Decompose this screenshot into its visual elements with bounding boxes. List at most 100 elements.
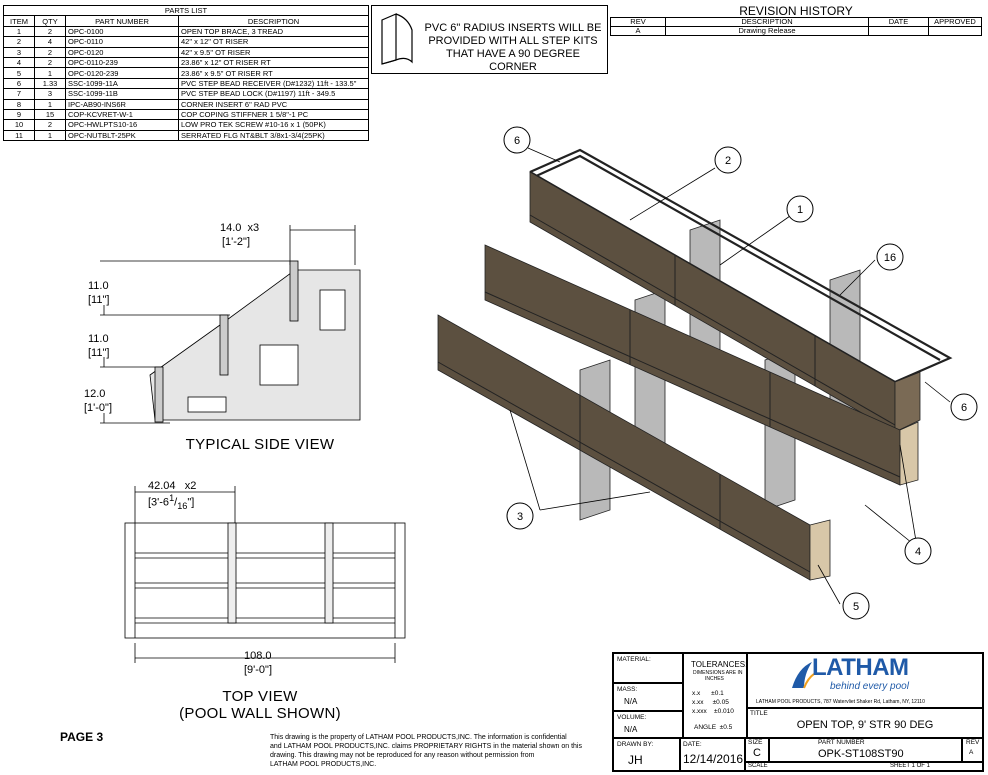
parts-cell: 2 xyxy=(3,36,35,48)
page-label: PAGE 3 xyxy=(60,730,104,744)
parts-cell: 23.86" x 12" OT RISER RT xyxy=(178,56,369,69)
parts-cell: OPC-HWLPTS10-16 xyxy=(65,119,179,131)
parts-cell: 1 xyxy=(34,67,66,79)
balloon: 3 xyxy=(506,502,534,530)
note-line: THAT HAVE A 90 DEGREE CORNER xyxy=(446,48,580,73)
rev-col-date: DATE xyxy=(868,17,929,27)
rev-cell: A xyxy=(610,26,666,36)
parts-list-table: PARTS LIST ITEM QTY PART NUMBER DESCRIPT… xyxy=(3,4,369,142)
mass-cell: MASS: N/A xyxy=(613,683,683,711)
parts-cell: IPC-AB90-INS6R xyxy=(65,98,179,110)
sheet-label: SHEET 1 OF 1 xyxy=(890,763,930,769)
frac-den: 16 xyxy=(177,500,188,511)
tol-row: x.xx ±0.05 xyxy=(692,699,729,706)
rev-cell: REV A xyxy=(962,738,983,762)
col-part-number: PART NUMBER xyxy=(65,15,179,27)
revision-caption: REVISION HISTORY xyxy=(610,5,982,18)
isometric-view: 6 2 1 16 6 3 4 5 xyxy=(437,126,978,620)
parts-cell: 6 xyxy=(3,77,35,90)
book-icon xyxy=(381,13,413,65)
dim-ft: [3'-6 xyxy=(148,496,170,509)
parts-cell: OPC-0110-239 xyxy=(65,56,179,69)
parts-cell: 15 xyxy=(34,108,66,121)
parts-cell: 5 xyxy=(3,67,35,79)
balloon: 6 xyxy=(950,393,978,421)
dim-mult: x3 xyxy=(247,222,260,234)
tolerances-cell: TOLERANCES: DIMENSIONS ARE IN INCHES x.x… xyxy=(683,653,747,738)
parts-cell: OPC-0120 xyxy=(65,46,179,58)
logo-cell: LATHAM behind every pool LATHAM POOL PRO… xyxy=(747,653,983,708)
parts-list-caption: PARTS LIST xyxy=(3,4,369,17)
parts-cell: OPC-0120-239 xyxy=(65,67,179,79)
parts-cell: OPC-0100 xyxy=(65,25,179,38)
parts-cell: 9 xyxy=(3,108,35,121)
title-cell: TITLE OPEN TOP, 9' STR 90 DEG xyxy=(747,708,983,738)
side-view-drawing xyxy=(100,225,361,424)
parts-cell: 3 xyxy=(3,46,35,58)
parts-cell: 1.33 xyxy=(34,77,66,90)
note-box: PVC 6" RADIUS INSERTS WILL BE PROVIDED W… xyxy=(371,5,608,74)
rev-col-approved: APPROVED xyxy=(928,17,982,27)
top-view-drawing xyxy=(124,486,406,663)
parts-cell: 3 xyxy=(34,88,66,100)
side-dim-3: 12.0 xyxy=(84,388,106,400)
balloon: 1 xyxy=(786,195,814,223)
dim-ft-end: "] xyxy=(187,496,195,509)
material-cell: MATERIAL: xyxy=(613,653,683,683)
parts-cell: OPC-0110 xyxy=(65,36,179,48)
dim-value: 14.0 xyxy=(220,222,242,234)
top-dim-seg-ft: [3'-61/16"] xyxy=(148,493,195,511)
parts-cell: LOW PRO TEK SCREW #10-16 x 1 (50PK) xyxy=(178,119,369,131)
proprietary-notice: This drawing is the property of LATHAM P… xyxy=(270,733,610,769)
tol-row: x.xxx ±0.010 xyxy=(692,708,734,715)
top-dim-seg: 42.04 x2 xyxy=(148,480,196,492)
rev-cell xyxy=(868,26,929,36)
dim-mult: x2 xyxy=(184,480,197,492)
part-number-cell: PART NUMBER OPK-ST108ST90 xyxy=(769,738,962,762)
volume-value: N/A xyxy=(624,725,638,734)
parts-cell: 2 xyxy=(34,119,66,131)
side-dim-1: 11.0 xyxy=(88,280,109,292)
balloon: 16 xyxy=(876,243,904,271)
parts-cell: 1 xyxy=(34,98,66,110)
parts-cell: 42" x 12" OT RISER xyxy=(178,36,369,48)
parts-cell: 2 xyxy=(34,56,66,69)
balloon-label: 5 xyxy=(853,601,859,613)
side-dim-top: 14.0 x3 xyxy=(220,222,259,234)
size-label: SIZE xyxy=(748,739,763,746)
title-value: OPEN TOP, 9' STR 90 DEG xyxy=(796,719,934,731)
top-view-title-1: TOP VIEW xyxy=(222,688,298,705)
note-line: PROVIDED WITH ALL STEP KITS xyxy=(428,35,598,47)
material-label: MATERIAL: xyxy=(617,656,651,663)
wave-logo-icon xyxy=(792,662,815,689)
tol-row: ANGLE ±0.5 xyxy=(694,724,733,731)
parts-cell: 1 xyxy=(3,25,35,38)
parts-cell: PVC STEP BEAD LOCK (D#1197) 11ft - 349.5 xyxy=(178,88,369,100)
parts-cell: SSC-1099-11B xyxy=(65,88,179,100)
balloon-label: 4 xyxy=(915,546,921,558)
side-dim-top-ft: [1'-2"] xyxy=(222,236,251,248)
balloon: 6 xyxy=(503,126,531,154)
parts-cell: COP-KCVRET-W-1 xyxy=(65,108,179,121)
side-dim-2-ft: [11"] xyxy=(88,347,110,359)
parts-cell: 2 xyxy=(34,46,66,58)
parts-cell: COP COPING STIFFNER 1 5/8"-1 PC xyxy=(178,108,369,121)
drawn-by-value: JH xyxy=(628,753,643,767)
parts-cell: 1 xyxy=(34,129,66,142)
rev-label: REV xyxy=(966,739,980,746)
proprietary-line: This drawing is the property of LATHAM P… xyxy=(270,734,567,741)
parts-cell: 11 xyxy=(3,129,35,142)
balloon-label: 3 xyxy=(517,511,523,523)
size-cell: SIZE C xyxy=(745,738,769,762)
proprietary-line: drawing. This drawing may not be reprodu… xyxy=(270,752,535,759)
parts-cell: OPEN TOP BRACE, 3 TREAD xyxy=(178,25,369,38)
balloon: 5 xyxy=(842,592,870,620)
size-value: C xyxy=(753,747,761,759)
logo-text: LATHAM xyxy=(812,654,909,681)
date-cell: DATE: 12/14/2016 xyxy=(680,738,745,771)
